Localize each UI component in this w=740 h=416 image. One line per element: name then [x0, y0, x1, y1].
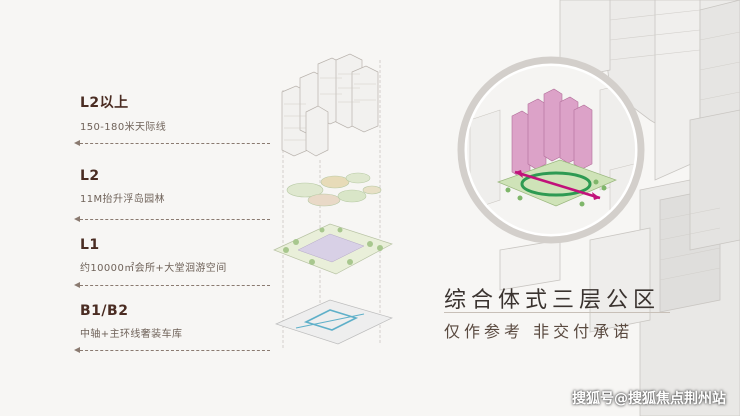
- magenta-axis-icon: [514, 170, 601, 200]
- level-name: L1: [80, 237, 100, 253]
- main-title: 综合体式三层公区: [444, 288, 661, 313]
- floating-garden-islands: [286, 172, 382, 207]
- level-leader-line: [80, 219, 270, 220]
- arrow-left-icon: [74, 216, 80, 222]
- level-desc: 中轴+主环线奢装车库: [80, 329, 183, 340]
- level-leader-line: [80, 350, 270, 351]
- level-name: B1/B2: [80, 303, 129, 319]
- level-l1: L1 约10000㎡会所+大堂洄游空间: [80, 237, 227, 274]
- level-name: L2以上: [80, 95, 129, 111]
- level-leader-line: [80, 143, 270, 144]
- l1-plaza-plane: [273, 223, 393, 275]
- level-l2-above: L2以上 150-180米天际线: [80, 92, 166, 133]
- level-l2: L2 11M抬升浮岛园林: [80, 168, 165, 205]
- level-leader-line: [80, 285, 270, 286]
- disclaimer-subtitle: 仅作参考 非交付承诺: [444, 322, 634, 341]
- basement-garage-plane: [275, 299, 393, 345]
- level-b1-b2: B1/B2 中轴+主环线奢装车库: [80, 303, 182, 340]
- title-divider: [444, 312, 670, 313]
- level-name: L2: [80, 168, 100, 184]
- level-desc: 约10000㎡会所+大堂洄游空间: [80, 263, 227, 274]
- arrow-left-icon: [74, 347, 80, 353]
- tower-sketch: [281, 53, 379, 157]
- arrow-left-icon: [74, 282, 80, 288]
- watermark: 搜狐号@搜狐焦点荆州站: [572, 391, 726, 407]
- level-desc: 11M抬升浮岛园林: [80, 194, 165, 205]
- arrow-left-icon: [74, 140, 80, 146]
- level-desc: 150-180米天际线: [80, 122, 167, 133]
- green-loop-icon: [520, 171, 592, 197]
